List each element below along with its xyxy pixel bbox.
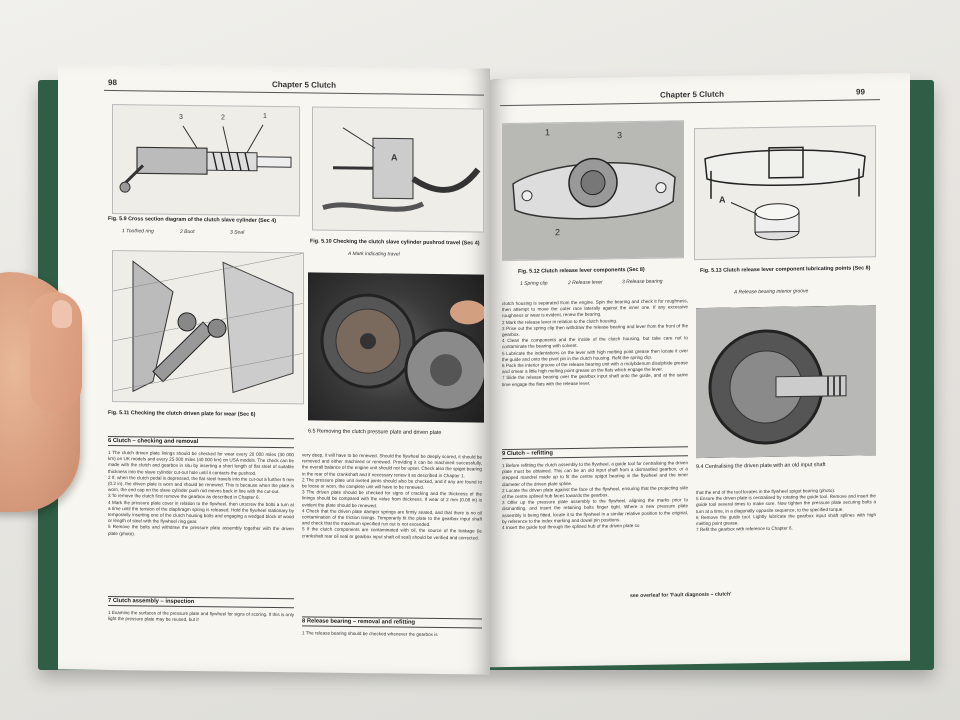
section-8-text: 1 The release bearing should be checked … — [302, 630, 438, 637]
fig-5-9-callout-2: 2 — [221, 114, 225, 122]
fig-5-12-legend-3: 3 Release bearing — [622, 278, 663, 286]
left-page: 98 Chapter 5 Clutch 3 2 1 Fig. 5.9 Cross… — [58, 63, 490, 675]
pushrod-travel-diagram — [322, 127, 481, 212]
photo-9-4-caption: 9.4 Centralising the driven plate with a… — [696, 462, 826, 471]
fig-5-9-legend-2: 2 Boot — [180, 228, 195, 236]
fig-5-9-caption: Fig. 5.9 Cross section diagram of the cl… — [108, 215, 277, 225]
chapter-header-left: Chapter 5 Clutch — [272, 79, 337, 90]
fig-5-13-caption: Fig. 5.13 Clutch release lever component… — [700, 265, 871, 274]
fig-5-10-caption: Fig. 5.10 Checking the clutch slave cyli… — [310, 238, 480, 247]
fig-5-9-legend-1: 1 Toothed ring — [122, 228, 154, 235]
fig-5-12-callout-1: 1 — [545, 127, 551, 138]
section-6-col2: very deep, it will have to be renewed. S… — [302, 452, 482, 541]
section-7-text: 1 Examine the surfaces of the pressure p… — [108, 609, 294, 623]
fig-5-10-callout-a: A — [391, 152, 398, 163]
fig-5-11-caption: Fig. 5.11 Checking the clutch driven pla… — [108, 409, 256, 418]
fig-5-9-callout-1: 1 — [263, 112, 267, 120]
section-6-col1: 1 The clutch driven plate linings should… — [108, 449, 294, 536]
fig-5-10-legend: A Mark indicating travel — [348, 250, 400, 258]
clutch-slave-cylinder-diagram — [119, 124, 292, 193]
fig-5-9-callout-3: 3 — [179, 113, 183, 121]
footer-note: see overleaf for 'Fault diagnosis – clut… — [630, 591, 732, 600]
fig-5-10-diagram: A — [312, 106, 484, 233]
thumbnail-nail — [52, 300, 72, 328]
section-7-heading: 7 Clutch assembly – inspection — [108, 595, 294, 609]
fig-5-13-callout-a: A — [719, 194, 726, 205]
section-6-heading: 6 Clutch – checking and removal — [108, 435, 294, 449]
fig-5-12-callout-2: 2 — [555, 227, 561, 238]
section-9-heading: 9 Clutch – refitting — [502, 446, 688, 460]
fig-5-12-callout-3: 3 — [617, 130, 623, 141]
driven-plate-wear-diagram — [112, 253, 304, 394]
section-8-continued: clutch housing is separated from the eng… — [502, 298, 688, 387]
page-number-left: 98 — [108, 77, 117, 88]
fig-5-9-legend-3: 3 Seal — [230, 229, 245, 236]
photo-6-5 — [308, 272, 484, 423]
section-8-heading: 8 Release bearing – removal and refittin… — [302, 616, 482, 629]
fig-5-13-legend: A Release bearing interior groove — [734, 288, 809, 296]
section-9-col2: that the end of the tool locates in the … — [696, 487, 876, 533]
fig-5-12-legend-1: 1 Spring clip — [520, 280, 548, 287]
release-lever-diagram — [503, 121, 683, 261]
fig-5-9-diagram: 3 2 1 — [112, 104, 300, 217]
fig-5-12-legend-2: 2 Release lever — [568, 279, 603, 287]
photo-6-5-caption: 6.5 Removing the clutch pressure plate a… — [308, 428, 442, 437]
clutch-photo-icon — [320, 293, 484, 412]
chapter-header-right: Chapter 5 Clutch — [660, 89, 725, 100]
page-number-right: 99 — [856, 87, 865, 97]
header-rule-right — [500, 99, 880, 107]
section-9-col1: 1 Before refitting the clutch assembly t… — [502, 460, 688, 531]
fig-5-11-diagram — [112, 250, 304, 405]
fig-5-12-diagram: 1 3 2 — [502, 120, 684, 262]
lubricating-points-diagram — [704, 146, 866, 241]
right-page: Chapter 5 Clutch 99 1 3 2 Fig. 5.12 Clut… — [490, 72, 910, 668]
fig-5-13-diagram: A — [694, 125, 876, 261]
header-rule — [104, 89, 484, 96]
fig-5-12-caption: Fig. 5.12 Clutch release lever component… — [518, 266, 645, 275]
centralising-photo-icon — [696, 305, 876, 459]
photo-9-4 — [696, 305, 876, 459]
